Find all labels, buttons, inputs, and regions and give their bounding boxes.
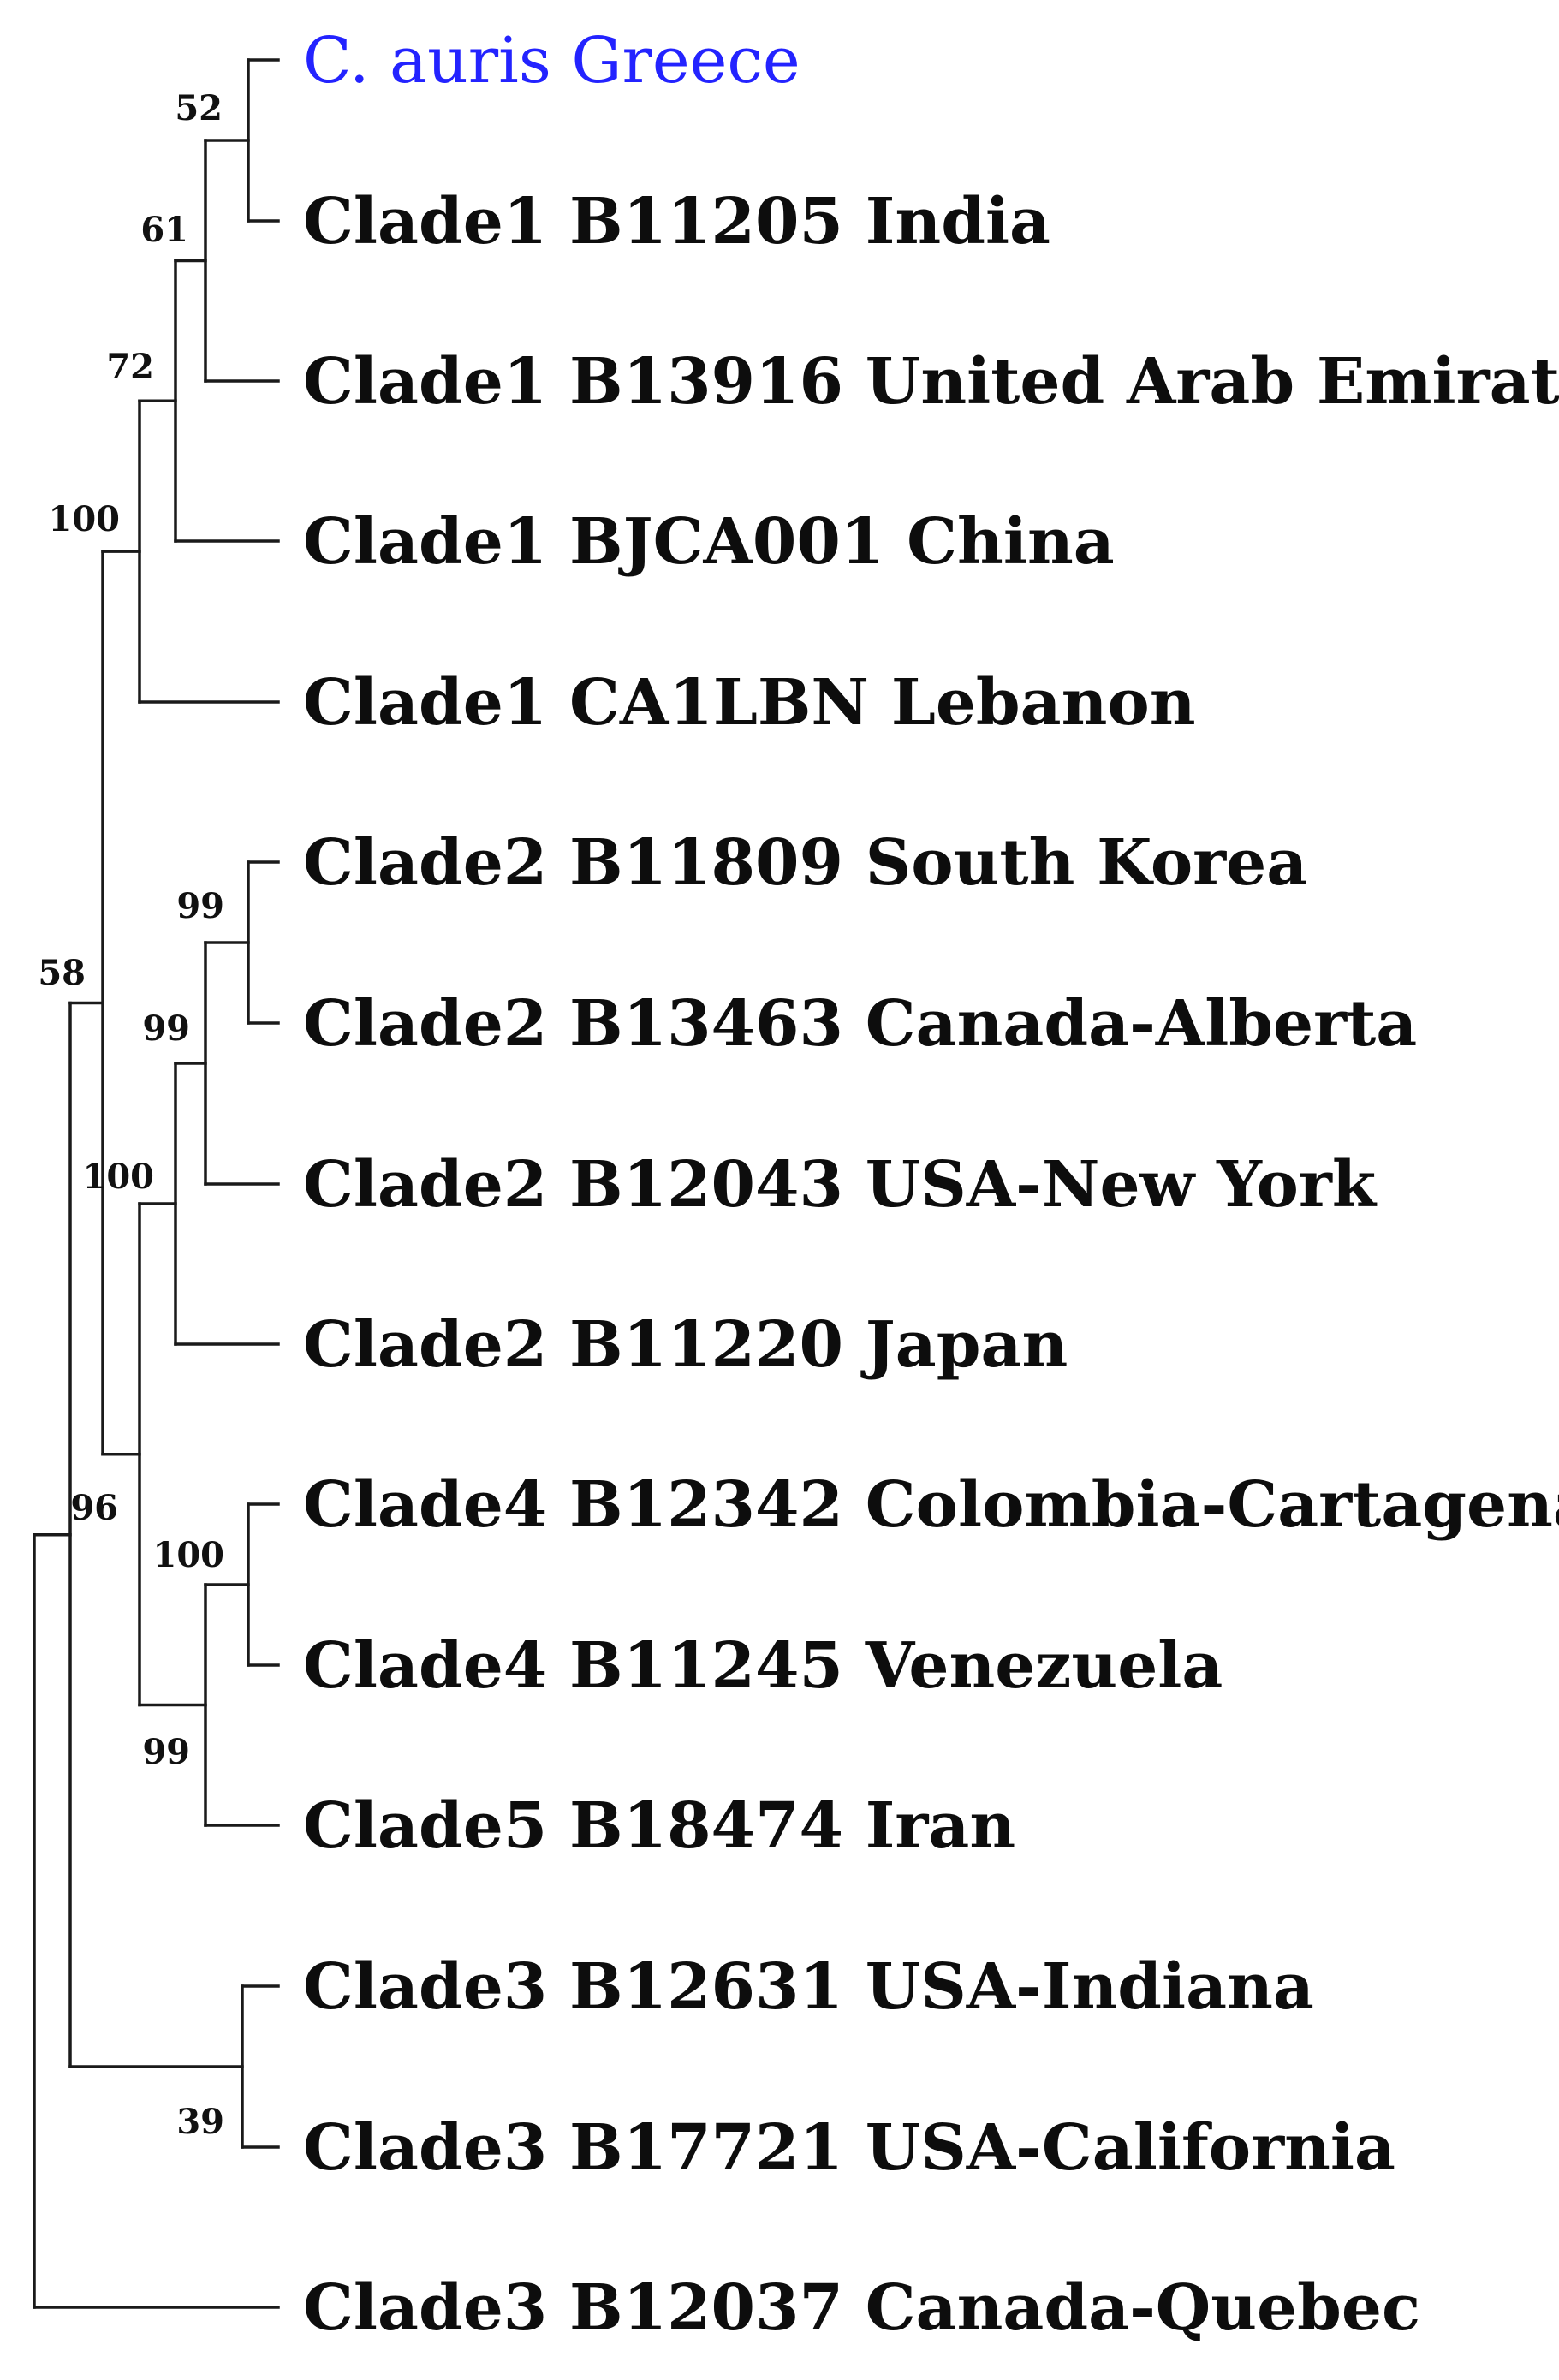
taxon-label: Clade4 B12342 Colombia-Cartagena	[303, 1468, 1559, 1542]
bootstrap-values: 52 61 72 100 99 99 100 100 99 96 58 39	[38, 88, 224, 2142]
taxon-label: Clade1 B13916 United Arab Emirates	[303, 345, 1559, 419]
bootstrap-value-n39: 39	[176, 2102, 224, 2142]
taxon-label: Clade3 B12037 Canada-Quebec	[303, 2271, 1420, 2345]
taxon-label: Clade3 B17721 USA-California	[303, 2111, 1395, 2185]
bootstrap-value-n96: 96	[70, 1488, 118, 1528]
taxon-label: C. auris Greece	[303, 24, 800, 98]
bootstrap-value-n100a: 100	[49, 499, 121, 539]
taxon-label: Clade2 B11809 South Korea	[303, 826, 1307, 900]
taxon-label: Clade2 B13463 Canada-Alberta	[303, 987, 1417, 1061]
taxon-label: Clade1 CA1LBN Lebanon	[303, 666, 1196, 740]
tree-branches	[33, 58, 280, 2309]
taxon-label: Clade1 B11205 India	[303, 185, 1050, 259]
taxon-label: Clade5 B18474 Iran	[303, 1789, 1015, 1863]
bootstrap-value-n100c: 100	[153, 1535, 225, 1575]
bootstrap-value-n99b: 99	[142, 1009, 190, 1049]
bootstrap-value-n61: 61	[140, 210, 188, 250]
bootstrap-value-n99a: 99	[176, 886, 224, 926]
taxon-label: Clade4 B11245 Venezuela	[303, 1629, 1223, 1703]
bootstrap-value-n99c: 99	[142, 1732, 190, 1772]
bootstrap-value-n72: 72	[106, 347, 154, 387]
taxon-label: Clade1 BJCA001 China	[303, 505, 1115, 579]
bootstrap-value-n100b: 100	[83, 1157, 155, 1197]
bootstrap-value-n52: 52	[175, 88, 223, 128]
taxon-label: Clade2 B11220 Japan	[303, 1308, 1068, 1382]
bootstrap-value-n58: 58	[38, 953, 86, 993]
taxon-label: Clade2 B12043 USA-New York	[303, 1148, 1378, 1222]
taxon-label: Clade3 B12631 USA-Indiana	[303, 1950, 1314, 2024]
